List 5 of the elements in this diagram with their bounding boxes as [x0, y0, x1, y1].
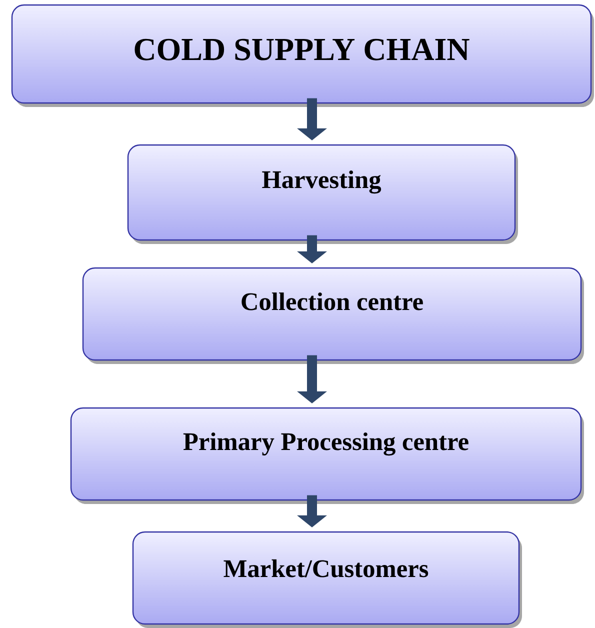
process-box: Harvesting	[127, 144, 518, 244]
process-box: Collection centre	[82, 267, 584, 364]
process-box: Primary Processing centre	[70, 407, 584, 504]
process-box: COLD SUPPLY CHAIN	[11, 4, 594, 107]
process-box: Market/Customers	[132, 531, 522, 628]
